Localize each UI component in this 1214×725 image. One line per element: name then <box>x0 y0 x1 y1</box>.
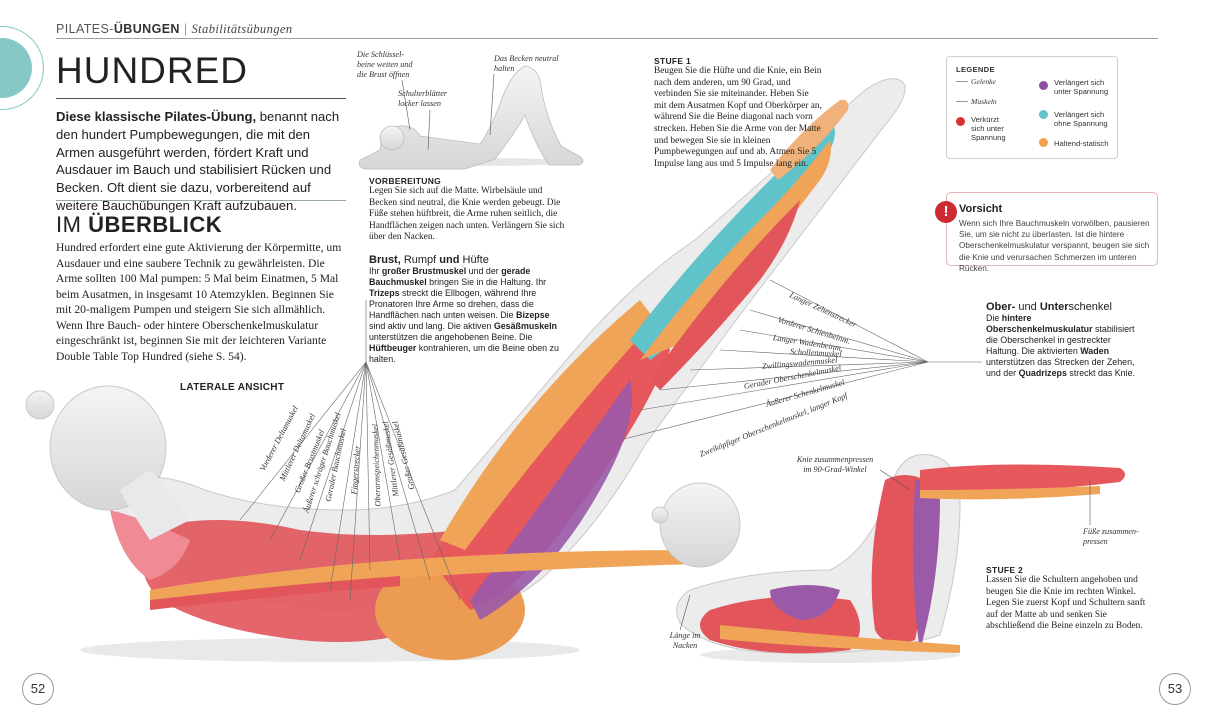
legend-joints: Gelenke <box>971 77 996 86</box>
caption-shoulders: Die Schlüssel- beine weiten und die Brus… <box>357 50 413 79</box>
joint-line-icon <box>956 81 968 82</box>
ober-h1: Ober- <box>986 301 1016 313</box>
brust-b4: Bizepse <box>516 310 550 320</box>
legend-box: LEGENDE Gelenke Muskeln Verkürzt sich un… <box>946 56 1118 159</box>
caption-neck: Länge im Nacken <box>669 631 701 650</box>
legend-muscles: Muskeln <box>971 97 997 106</box>
page-number-right: 53 <box>1159 673 1191 705</box>
caption-knees: Knie zusammenpressen im 90-Grad-Winkel <box>796 455 874 474</box>
legend-title: LEGENDE <box>956 65 995 74</box>
ober-p2: stabilisiert die Oberschenkel in gestrec… <box>986 324 1135 356</box>
header-rule <box>56 38 1158 39</box>
warning-icon: ! <box>935 201 957 223</box>
overview-heading: IM ÜBERBLICK <box>56 212 222 238</box>
teal-swatch-icon <box>1039 110 1048 119</box>
preparation-text: Legen Sie sich auf die Matte. Wirbelsäul… <box>369 186 565 243</box>
caption-shoulder-blades: Schulterblätter locker lassen <box>398 89 448 108</box>
thigh-leg-block: Ober- und Unterschenkel Die hintere Ober… <box>986 302 1136 379</box>
overview-rule <box>56 200 346 201</box>
ober-b2: Waden <box>1080 346 1109 356</box>
red-swatch-icon <box>956 117 965 126</box>
ober-b1: hintere Oberschenkelmuskulatur <box>986 313 1093 334</box>
stage2-text: Lassen Sie die Schultern angehoben und b… <box>986 575 1146 632</box>
ober-p3: unterstützen das Strecken der Zehen, und… <box>986 357 1135 378</box>
brust-b6: Hüftbeuger <box>369 343 417 353</box>
stage2-block: STUFE 2 Lassen Sie die Schultern angehob… <box>986 565 1146 633</box>
stage1-title: STUFE 1 <box>654 56 692 66</box>
stage2-figure <box>651 453 1125 663</box>
intro-text: benannt nach den hundert Pumpbewegungen,… <box>56 109 340 213</box>
overview-heading-bold: ÜBERBLICK <box>88 212 223 237</box>
brust-p7: kontrahieren, um die Beine oben zu halte… <box>369 343 559 364</box>
caption-feet: Füße zusammen- pressen <box>1083 527 1139 546</box>
running-header: PILATES-ÜBUNGEN|Stabilitätsübungen <box>56 22 292 37</box>
preparation-title: VORBEREITUNG <box>369 176 442 186</box>
brust-h1: Brust, <box>369 254 401 266</box>
page-number-left: 52 <box>22 673 54 705</box>
brust-h3: und <box>439 254 460 266</box>
preparation-block: VORBEREITUNG Legen Sie sich auf die Matt… <box>369 176 569 244</box>
lateral-view-label: LATERALE ANSICHT <box>180 382 285 393</box>
brust-h2: Rumpf <box>400 254 440 266</box>
brust-b3: Trizeps <box>369 288 400 298</box>
subsection-name: Stabilitätsübungen <box>191 22 293 36</box>
ober-b3: Quadrizeps <box>1018 368 1067 378</box>
ober-p1: Die <box>986 313 1002 323</box>
brust-b5: Gesäßmuskeln <box>493 321 557 331</box>
intro-lead: Diese klassische Pilates-Übung, <box>56 109 257 124</box>
right-leader-lines <box>619 279 982 441</box>
overview-text: Hundred erfordert eine gute Aktivierung … <box>56 241 342 363</box>
page-title: HUNDRED <box>56 50 248 91</box>
overview-heading-light: IM <box>56 212 89 237</box>
section-name-bold: ÜBUNGEN <box>113 22 180 36</box>
brust-p2: und der <box>466 266 502 276</box>
brust-h4: Hüfte <box>459 254 489 266</box>
muscle-line-icon <box>956 101 968 102</box>
purple-swatch-icon <box>1039 81 1048 90</box>
brust-p4: streckt die Ellbogen, während Ihre Prona… <box>369 288 537 320</box>
section-name: PILATES- <box>56 22 114 36</box>
brust-b2: gerade Bauchmuskel <box>369 266 531 287</box>
stage2-title: STUFE 2 <box>986 565 1024 575</box>
stage1-block: STUFE 1 Beugen Sie die Hüfte und die Kni… <box>654 56 822 170</box>
stage1-text: Beugen Sie die Hüfte und die Knie, ein B… <box>654 66 822 169</box>
main-figure <box>25 78 906 662</box>
caution-box: Vorsicht Wenn sich Ihre Bauchmuskeln vor… <box>946 192 1158 273</box>
ober-h4: schenkel <box>1068 301 1112 313</box>
chest-trunk-hip-block: Brust, Rumpf und Hüfte Ihr großer Brustm… <box>369 255 559 365</box>
legend-shortening: Verkürzt sich unter Spannung <box>971 115 1006 142</box>
preparation-figure <box>358 65 584 170</box>
brust-p6: unterstützen die angehobenen Beine. Die <box>369 332 533 342</box>
intro-paragraph: Diese klassische Pilates-Übung, benannt … <box>56 108 348 215</box>
brust-b1: großer Brustmuskel <box>381 266 467 276</box>
ober-p4: streckt das Knie. <box>1066 368 1135 378</box>
orange-swatch-icon <box>1039 138 1048 147</box>
caution-text: Wenn sich Ihre Bauchmuskeln vorwölben, p… <box>959 219 1150 273</box>
brust-p5: sind aktiv und lang. Die aktiven <box>369 321 494 331</box>
brust-p3: bringen Sie in die Haltung. Ihr <box>426 277 547 287</box>
legend-static: Haltend-statisch <box>1054 139 1109 148</box>
caption-pelvis: Das Becken neutral halten <box>494 54 559 73</box>
ober-h3: Unter <box>1039 301 1069 313</box>
caution-title: Vorsicht <box>959 203 1003 215</box>
header-separator: | <box>183 22 188 36</box>
left-leader-lines <box>239 300 461 601</box>
title-rule <box>56 98 346 99</box>
ober-h2: und <box>1015 301 1040 313</box>
legend-lengthening-free: Verlängert sich ohne Spannung <box>1054 110 1108 128</box>
legend-lengthening-tension: Verlängert sich unter Spannung <box>1054 78 1109 96</box>
brust-p1: Ihr <box>369 266 382 276</box>
